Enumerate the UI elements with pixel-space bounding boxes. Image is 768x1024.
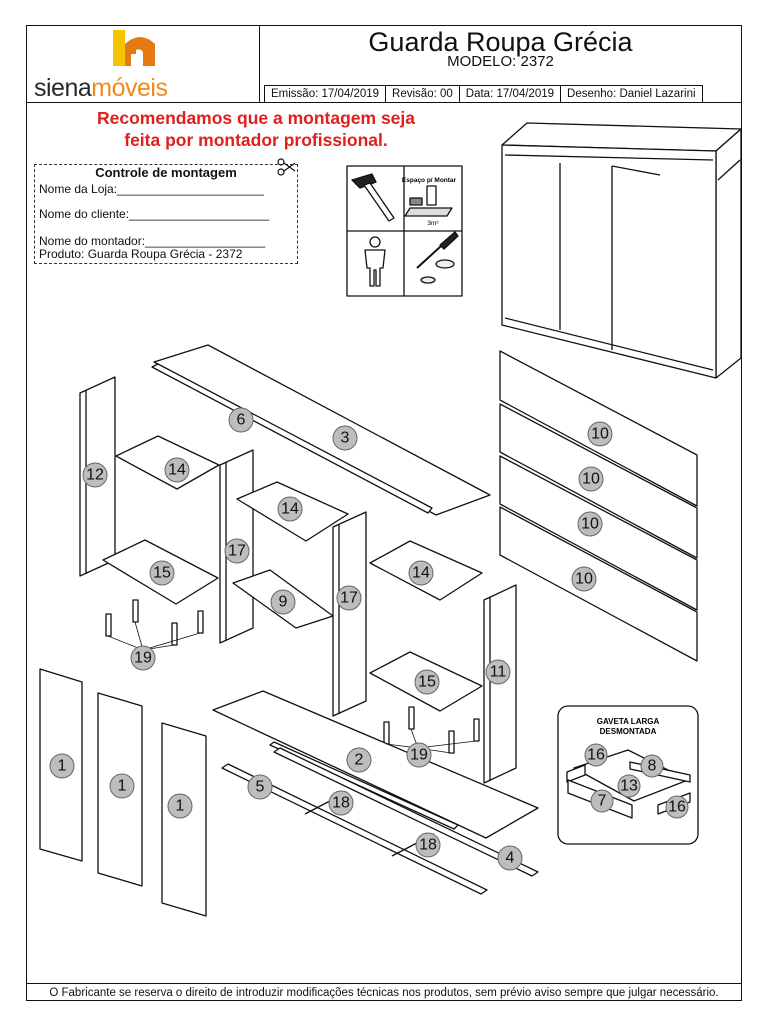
header-divider — [26, 102, 742, 103]
callout-14-middle: 14 — [281, 501, 299, 518]
product-name: Produto: Guarda Roupa Grécia - 2372 — [39, 247, 243, 261]
footer-disclaimer: O Fabricante se reserva o direito de int… — [49, 987, 719, 999]
callout-17-left: 17 — [228, 543, 246, 560]
callout-3: 3 — [341, 430, 350, 447]
callout-4: 4 — [506, 850, 515, 867]
model-number: MODELO: 2372 — [447, 53, 554, 70]
callout-16-b: 16 — [668, 799, 686, 816]
assembled-wardrobe — [501, 122, 742, 379]
callout-1-b: 1 — [118, 778, 127, 795]
logo-divider — [259, 25, 260, 103]
client-name-field: Nome do cliente:_____________________ — [39, 207, 270, 221]
drawer-title-1: GAVETA LARGA — [597, 717, 660, 726]
callout-18-a: 18 — [332, 795, 350, 812]
callout-10-c: 10 — [581, 516, 599, 533]
assembly-recommendation: Recomendamos que a montagem seja feita p… — [36, 107, 476, 151]
callout-19-right: 19 — [410, 747, 428, 764]
hammer-icon — [351, 173, 395, 222]
assembly-space-icon — [404, 185, 453, 217]
store-name-field: Nome da Loja:______________________ — [39, 182, 264, 196]
callout-1-c: 1 — [176, 798, 185, 815]
callout-5: 5 — [256, 779, 265, 796]
callout-10-d: 10 — [575, 571, 593, 588]
part-19-pegs-left — [105, 599, 204, 646]
callout-14-left: 14 — [168, 462, 186, 479]
callout-19-left: 19 — [134, 650, 152, 667]
callout-16-a: 16 — [587, 747, 605, 764]
callout-1-a: 1 — [58, 758, 67, 775]
callout-11: 11 — [490, 664, 507, 681]
callout-15-right: 15 — [418, 674, 436, 691]
part-6-rail — [151, 363, 433, 514]
callout-8: 8 — [648, 758, 657, 775]
part-4-rail — [273, 747, 539, 877]
part-16-drawer-side-left — [566, 764, 586, 783]
part-17-divider-right — [332, 511, 367, 717]
space-label: Espaço p/ Montar — [402, 177, 457, 184]
callout-15-left: 15 — [153, 565, 171, 582]
drawer-title-2: DESMONTADA — [600, 727, 657, 736]
page-title: Guarda Roupa Grécia — [368, 27, 633, 57]
tools-requirement-box — [346, 165, 463, 297]
recommendation-line-2: feita por montador profissional. — [124, 130, 388, 150]
callout-2: 2 — [355, 752, 364, 769]
page-frame — [26, 25, 742, 1001]
part-2-edge — [269, 741, 459, 830]
callout-13: 13 — [620, 778, 638, 795]
footer-divider — [26, 983, 742, 984]
recommendation-line-1: Recomendamos que a montagem seja — [96, 108, 416, 128]
callout-17-right: 17 — [340, 590, 358, 607]
callout-7: 7 — [598, 793, 607, 810]
callout-10-b: 10 — [582, 471, 600, 488]
callout-12: 12 — [86, 467, 104, 484]
callout-10-a: 10 — [591, 426, 609, 443]
screwdriver-icon — [416, 231, 459, 284]
part-3-top-panel — [153, 344, 491, 516]
callout-14-right: 14 — [412, 565, 430, 582]
person-icon — [364, 236, 386, 287]
callout-9: 9 — [279, 594, 288, 611]
callout-18-b: 18 — [419, 837, 437, 854]
scissors-icon — [277, 158, 296, 176]
part-5-rail — [221, 763, 488, 895]
brand-name: sienamóveis — [34, 74, 168, 102]
area-label: 3m² — [427, 220, 439, 227]
drawing-author: Desenho: Daniel Lazarini — [560, 85, 703, 103]
callout-6: 6 — [237, 412, 246, 429]
part-10-panel-4 — [499, 506, 698, 662]
part-1-door-3 — [161, 722, 207, 917]
part-2-base-panel — [212, 690, 539, 839]
assembly-control-box: Controle de montagem Nome da Loja:______… — [34, 164, 298, 264]
control-title: Controle de montagem — [95, 165, 237, 180]
revision-table: Emissão: 17/04/2019 Revisão: 00 Data: 17… — [264, 85, 703, 103]
assembler-name-field: Nome do montador:__________________ — [39, 234, 266, 248]
